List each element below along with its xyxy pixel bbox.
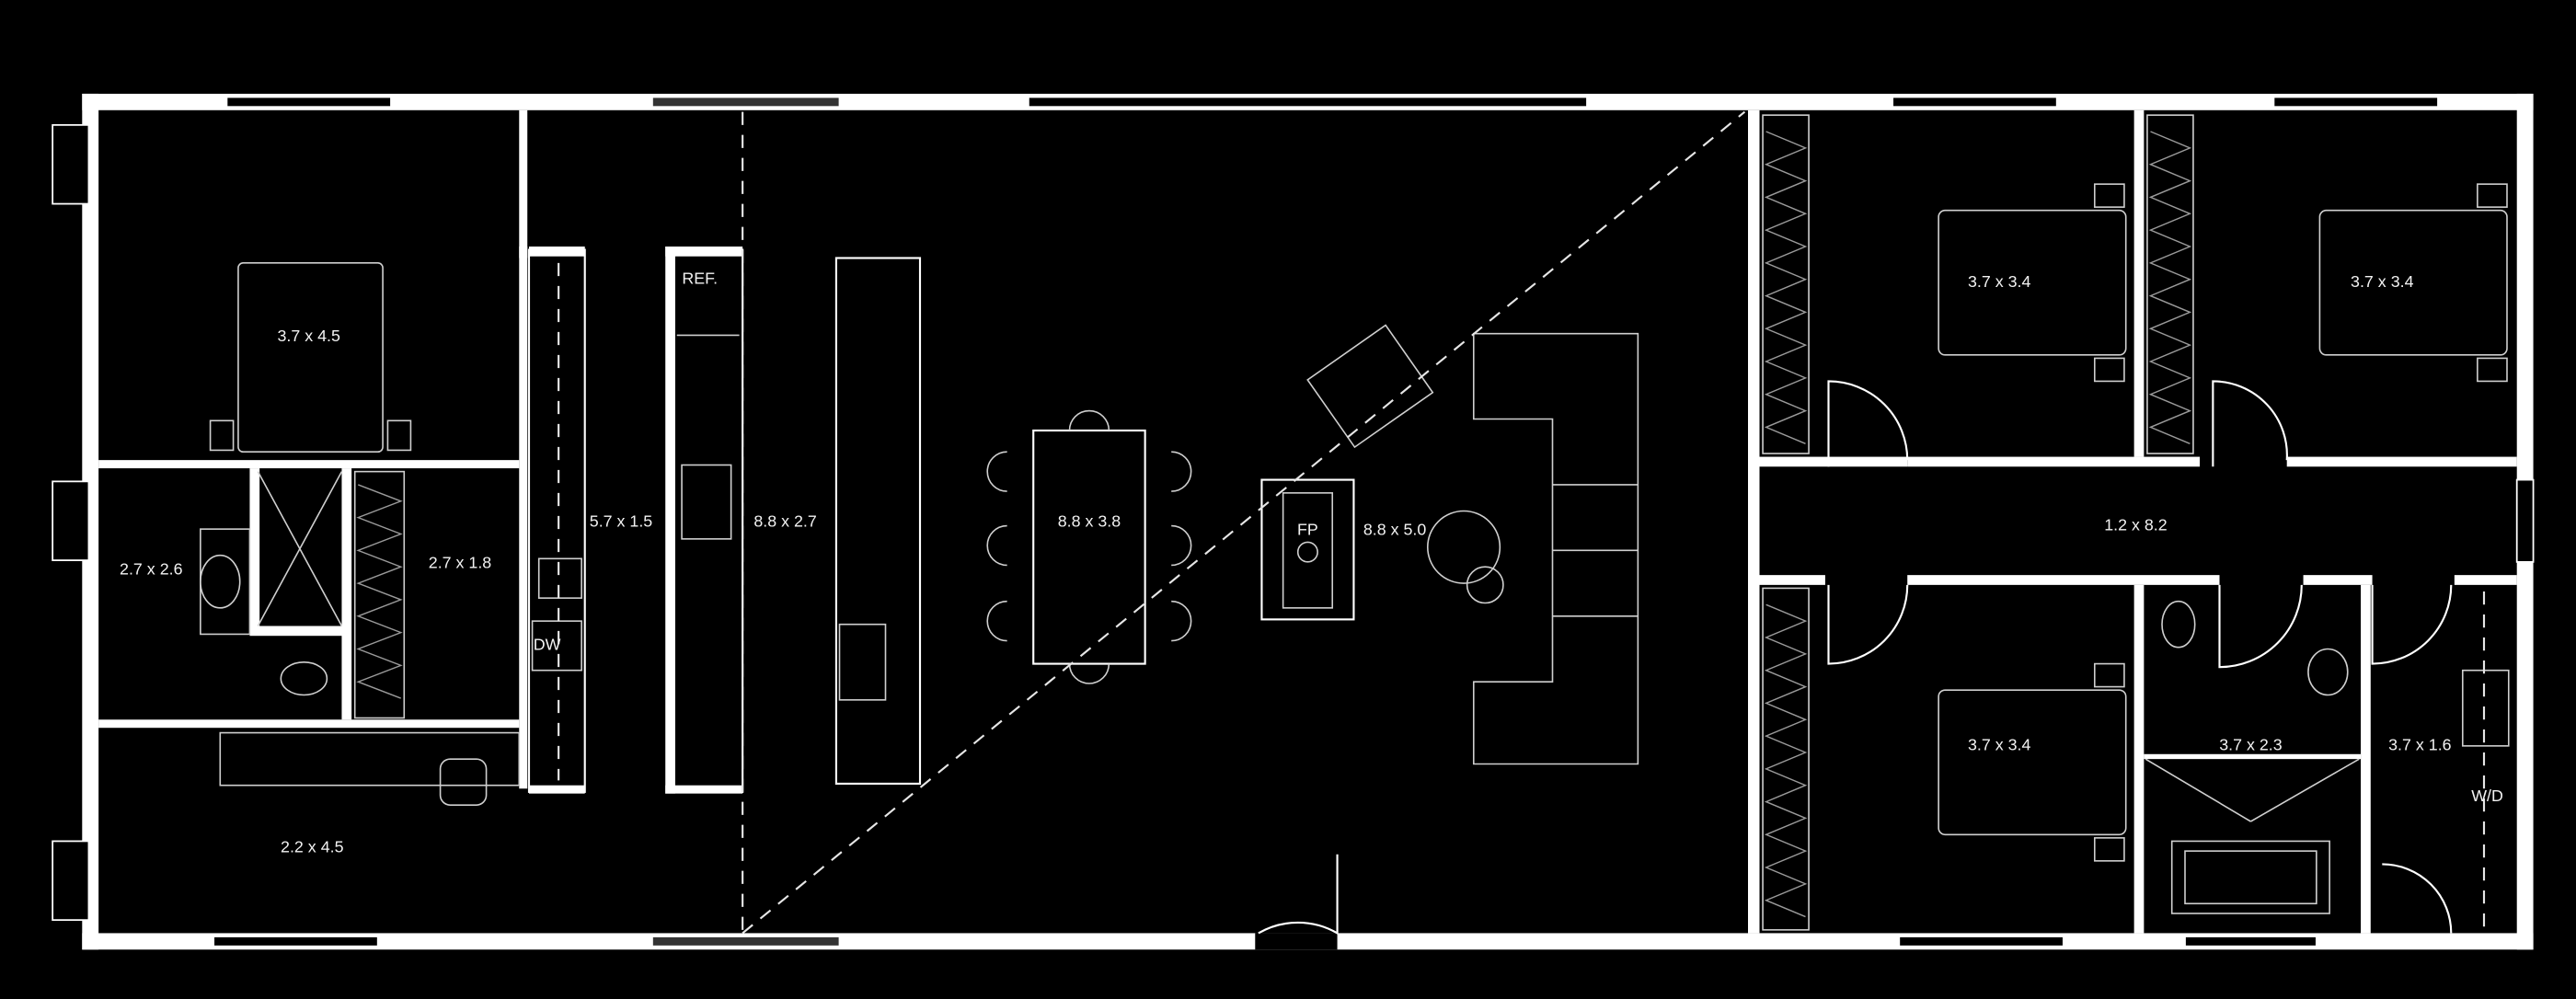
room-labels: 3.7 x 4.5 2.7 x 2.6 2.7 x 1.8 2.2 x 4.5 … (120, 269, 2503, 855)
fixture-label-washer-dryer: W/D (2471, 787, 2503, 805)
room-label-ensuite: 2.7 x 2.6 (120, 560, 183, 579)
wardrobes (353, 114, 2194, 931)
exterior-walls (52, 93, 2535, 950)
dining-chairs (986, 409, 1192, 684)
fixture-label-refrigerator: REF. (682, 269, 718, 287)
dishwasher-icon (531, 620, 582, 672)
room-label-kitchen: 8.8 x 2.7 (753, 512, 817, 531)
room-label-pantry: 5.7 x 1.5 (590, 512, 653, 531)
bed-icon (1938, 689, 2127, 836)
basin-icon (2307, 648, 2349, 696)
toilet-icon (2161, 600, 2196, 649)
sink-icon (838, 623, 887, 701)
furniture (200, 183, 2510, 929)
room-label-master-bedroom: 3.7 x 4.5 (277, 327, 340, 345)
room-label-walk-in-robe: 2.7 x 1.8 (429, 553, 492, 571)
bed-icon (1938, 209, 2127, 356)
room-label-bedroom-3: 3.7 x 3.4 (2351, 272, 2414, 291)
room-label-living: 8.8 x 5.0 (1363, 521, 1427, 539)
fixture-label-fireplace: FP (1297, 521, 1318, 539)
sofa-icon (1472, 332, 1639, 765)
basin-icon (200, 554, 241, 609)
doors (1258, 380, 2453, 936)
desk-icon (219, 731, 521, 787)
pantry-sink-icon (537, 557, 582, 599)
ottoman-icon (1426, 510, 1501, 584)
room-label-bedroom-2: 3.7 x 3.4 (1968, 272, 2031, 291)
room-label-bedroom-4: 3.7 x 3.4 (1968, 736, 2031, 754)
dining-table (1032, 429, 1146, 665)
interior-walls (98, 109, 2517, 934)
bed-icon (237, 262, 384, 454)
kitchen-island (834, 257, 922, 785)
fixture-label-dishwasher: DW (534, 636, 561, 654)
room-label-dining: 8.8 x 3.8 (1058, 512, 1121, 531)
armchair-icon (1306, 324, 1434, 449)
cooktop-icon (681, 464, 732, 540)
fireplace (1260, 478, 1355, 621)
toilet-icon (280, 660, 328, 696)
room-label-bathroom: 3.7 x 2.3 (2219, 736, 2283, 754)
room-label-study: 2.2 x 4.5 (281, 837, 344, 855)
kitchen-counters (527, 247, 922, 794)
zone-divider (742, 110, 1746, 935)
bathtub-icon (2170, 840, 2330, 914)
chair-icon (439, 758, 488, 806)
bed-icon (2318, 209, 2508, 356)
room-label-hallway: 1.2 x 8.2 (2104, 515, 2168, 534)
laundry-tub-icon (2461, 669, 2510, 747)
room-label-laundry: 3.7 x 1.6 (2388, 736, 2452, 754)
